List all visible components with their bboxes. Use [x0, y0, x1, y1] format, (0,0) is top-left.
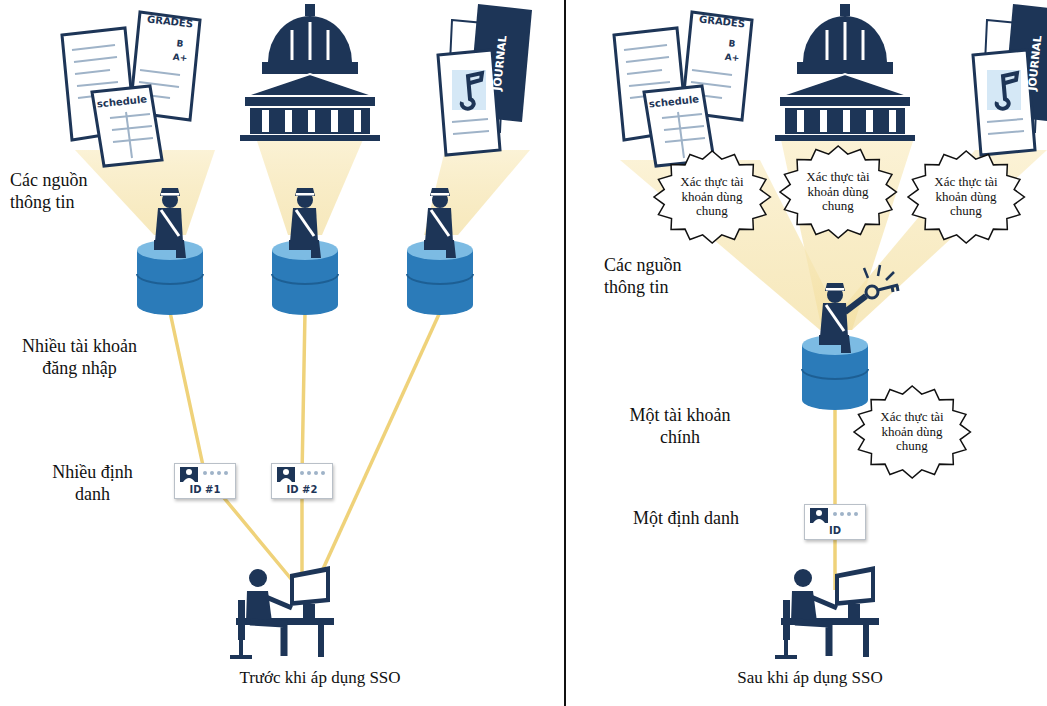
side-label: Một định danh — [633, 508, 783, 530]
starburst-callout: Xác thực tài khoản dùng chung — [652, 149, 772, 245]
icon-text: B — [728, 39, 736, 49]
id-card: ID #2 — [271, 463, 333, 499]
panel-caption: Sau khi áp dụng SSO — [690, 668, 930, 688]
id-dots — [831, 510, 861, 518]
guard-figure — [272, 188, 338, 315]
id-card: ID — [804, 504, 866, 540]
callout-text: Xác thực tài khoản dùng chung — [803, 170, 873, 215]
connection-lines — [170, 312, 835, 590]
id-label: ID — [805, 525, 865, 536]
callout-text: Xác thực tài khoản dùng chung — [677, 175, 747, 220]
journal-icon — [973, 4, 1047, 155]
journal-icon — [438, 4, 532, 155]
side-label: Nhiều định danh — [40, 462, 145, 505]
user-at-computer — [775, 566, 879, 657]
panel-caption: Trước khi áp dụng SSO — [200, 668, 440, 688]
id-photo-icon — [180, 467, 198, 482]
id-dots — [201, 469, 231, 477]
side-label: Các nguồn thông tin — [10, 170, 105, 213]
side-label: Một tài khoản chính — [620, 405, 740, 448]
id-label: ID #1 — [175, 484, 235, 495]
starburst-callout: Xác thực tài khoản dùng chung — [906, 149, 1026, 245]
callout-text: Xác thực tài khoản dùng chung — [877, 410, 947, 455]
starburst-callout: Xác thực tài khoản dùng chung — [852, 384, 972, 480]
documents-icon — [614, 12, 752, 166]
building-icon — [775, 4, 915, 141]
side-label: Nhiều tài khoản đăng nhập — [12, 336, 147, 379]
guard-figure — [407, 188, 473, 315]
id-dots — [298, 469, 328, 477]
side-label: Các nguồn thông tin — [604, 255, 699, 298]
icon-text: B — [176, 39, 184, 49]
guard-figure — [137, 188, 203, 315]
id-photo-icon — [277, 467, 295, 482]
user-at-computer — [230, 566, 334, 657]
panel-divider — [564, 0, 566, 706]
key-raised — [845, 265, 898, 312]
light-beams — [75, 135, 1047, 330]
callout-text: Xác thực tài khoản dùng chung — [931, 175, 1001, 220]
icon-text: A+ — [172, 53, 187, 63]
id-label: ID #2 — [272, 484, 332, 495]
id-photo-icon — [810, 508, 828, 523]
id-card: ID #1 — [174, 463, 236, 499]
documents-icon — [62, 12, 200, 166]
guard-figure — [802, 283, 868, 410]
starburst-callout: Xác thực tài khoản dùng chung — [778, 144, 898, 240]
icon-text: A+ — [724, 53, 739, 63]
building-icon — [240, 4, 380, 141]
